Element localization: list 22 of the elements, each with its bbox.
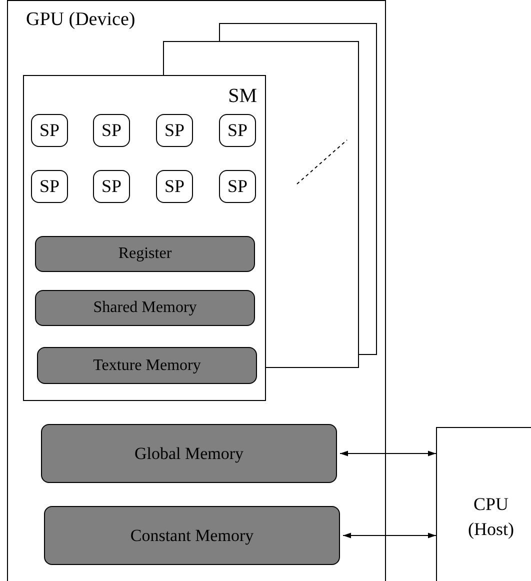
sm-box [23, 75, 266, 401]
sp-box: SP [219, 170, 256, 203]
cpu-host-box: CPU (Host) [436, 427, 531, 581]
memory-box: Register [35, 236, 255, 272]
double-arrow [340, 450, 436, 456]
sp-box: SP [31, 170, 68, 203]
stacked-sm-box [359, 23, 377, 355]
sp-box: SP [156, 170, 193, 203]
gpu-device-box [7, 0, 386, 581]
sp-box: SP [93, 114, 130, 147]
box-title: SM [228, 86, 257, 106]
stacked-sm-box [266, 41, 359, 368]
sp-box: SP [156, 114, 193, 147]
memory-box: Global Memory [41, 424, 337, 483]
double-arrow [342, 532, 436, 538]
memory-box: Texture Memory [37, 347, 257, 384]
sp-box: SP [93, 170, 130, 203]
memory-box: Constant Memory [44, 506, 340, 565]
sp-box: SP [31, 114, 68, 147]
memory-box: Shared Memory [35, 290, 255, 326]
sp-box: SP [219, 114, 256, 147]
box-title: GPU (Device) [26, 10, 136, 29]
